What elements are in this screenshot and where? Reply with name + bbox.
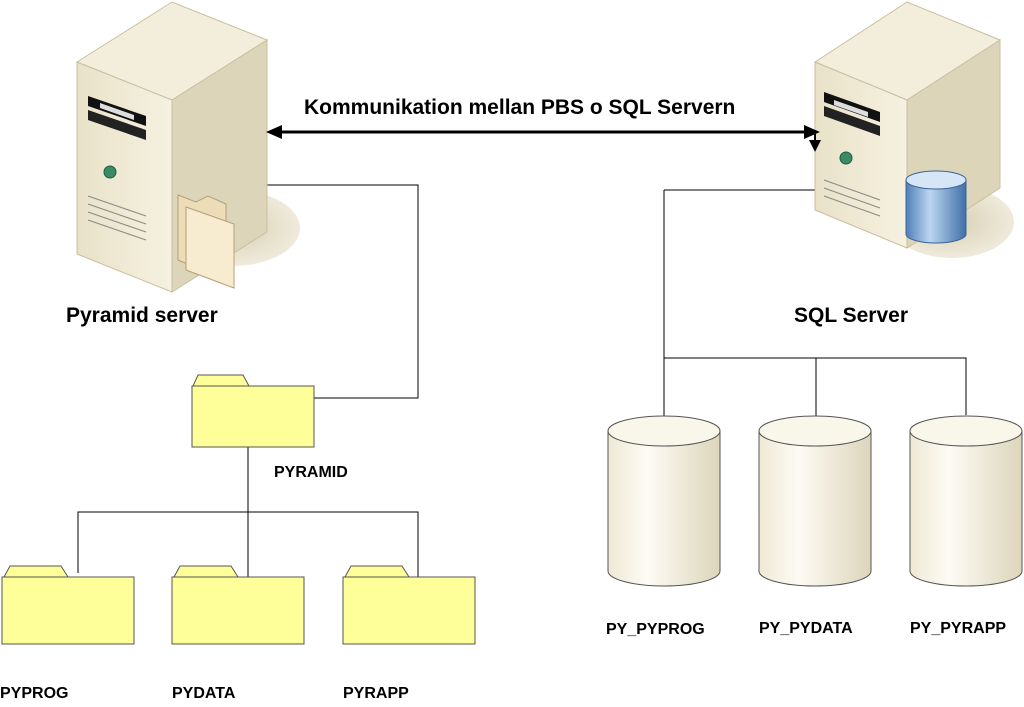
- folder-pyrapp-label: PYRAPP: [343, 685, 409, 702]
- connection-label: Kommunikation mellan PBS o SQL Servern: [304, 96, 736, 119]
- database-py-pydata-label: PY_PYDATA: [759, 620, 853, 637]
- folder-pydata[interactable]: [171, 565, 305, 645]
- database-py-pydata[interactable]: [758, 415, 872, 587]
- folder-pyprog[interactable]: [1, 565, 135, 645]
- folder-pydata-label: PYDATA: [172, 685, 236, 702]
- folder-pyramid[interactable]: [191, 374, 315, 448]
- folder-overlay-icon: [177, 194, 235, 289]
- connector-lines: [77, 184, 967, 578]
- database-py-pyrapp[interactable]: [909, 415, 1023, 587]
- database-overlay-icon: [905, 170, 967, 244]
- pyramid-server-label: Pyramid server: [66, 304, 218, 327]
- database-py-pyprog-label: PY_PYPROG: [606, 621, 705, 638]
- folder-pyprog-label: PYPROG: [0, 685, 69, 702]
- sql-server-label: SQL Server: [794, 304, 909, 327]
- communication-arrow: [266, 125, 821, 152]
- database-py-pyprog[interactable]: [607, 415, 721, 587]
- database-py-pyrapp-label: PY_PYRAPP: [910, 620, 1007, 637]
- folder-pyramid-label: PYRAMID: [274, 464, 348, 481]
- folder-pyrapp[interactable]: [342, 565, 476, 645]
